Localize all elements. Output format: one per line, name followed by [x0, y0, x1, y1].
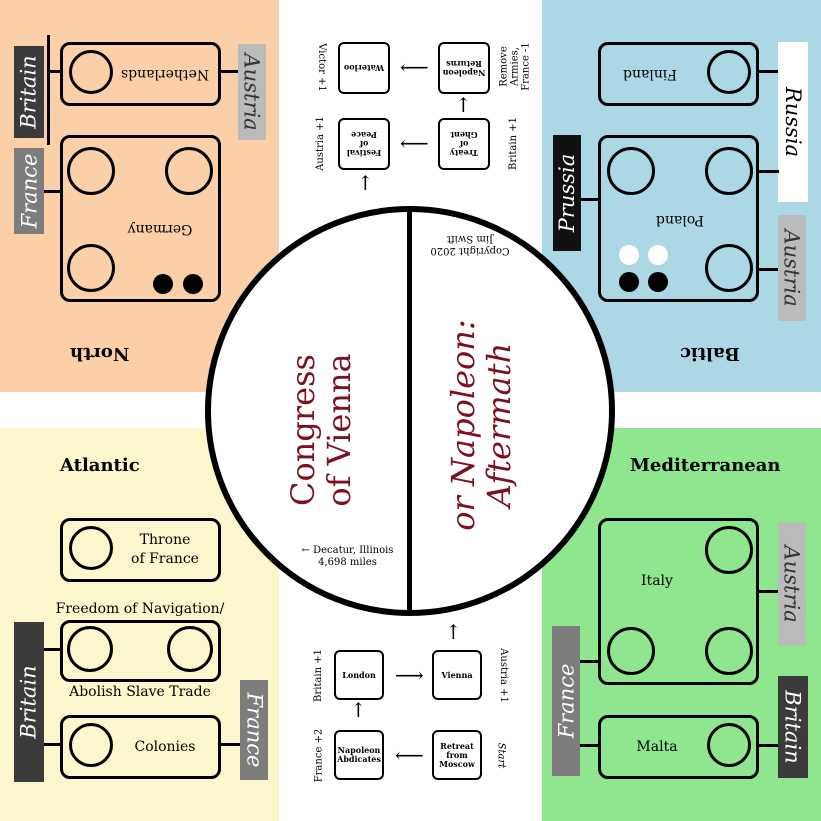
italy-box[interactable] [598, 518, 759, 685]
malta-slot[interactable] [707, 723, 751, 767]
prussia-poland-line [580, 198, 600, 201]
britain-seal-north: Britain [14, 46, 44, 138]
north-region-label: North [70, 343, 130, 364]
arrow-up: ↑ [350, 698, 367, 722]
austria-seal-baltic: Austria [778, 215, 806, 321]
throne-of-france-box[interactable] [60, 518, 221, 582]
britain-malta-line [759, 744, 779, 747]
france-malta-line [580, 744, 600, 747]
black-token[interactable] [619, 272, 639, 292]
france-plus-note-bottom: France +2 [313, 728, 325, 783]
arrow-up: ↑ [445, 620, 462, 644]
freedom-navigation-box[interactable] [60, 620, 221, 682]
britain-freedom-line [44, 648, 62, 651]
finland-slot[interactable] [707, 50, 751, 94]
britain-colonies-line [44, 743, 62, 746]
vienna-box[interactable]: Vienna [432, 650, 482, 700]
italy-label: Italy [641, 573, 673, 589]
russia-seal: Russia [778, 42, 808, 202]
netherlands-slot[interactable] [69, 50, 113, 94]
netherlands-label: Netherlands [120, 66, 210, 82]
waterloo-box[interactable]: Waterloo [338, 42, 390, 94]
freedom-slot-2[interactable] [167, 626, 213, 672]
title-right: or Napoleon:Aftermath [444, 319, 518, 531]
germany-box[interactable] [60, 135, 221, 302]
britain-plus-note-top: Britain +1 [507, 117, 519, 170]
arrow-right: ⟶ [395, 663, 424, 687]
finland-box[interactable] [598, 42, 759, 106]
germany-slot-3[interactable] [67, 244, 115, 292]
britain-netherlands-line [48, 70, 62, 73]
freedom-slot-1[interactable] [67, 626, 113, 672]
austria-poland-line [759, 268, 779, 271]
arrow-left: ⟵ [395, 743, 424, 767]
italy-slot-2[interactable] [607, 627, 655, 675]
germany-slot-1[interactable] [67, 147, 115, 195]
italy-slot-1[interactable] [705, 526, 753, 574]
throne-slot[interactable] [69, 526, 113, 570]
baltic-region-label: Baltic [680, 343, 740, 364]
austria-italy-line [759, 590, 779, 593]
france-seal-atlantic: France [240, 680, 268, 780]
london-box[interactable]: London [334, 650, 384, 700]
colonies-slot[interactable] [69, 723, 113, 767]
black-token[interactable] [183, 274, 203, 294]
white-token[interactable] [619, 245, 639, 265]
austria-plus-note-top: Austria +1 [314, 116, 326, 171]
germany-slot-2[interactable] [165, 147, 213, 195]
france-germany-line [44, 190, 62, 193]
russia-finland-line [759, 70, 779, 73]
france-italy-line [580, 660, 600, 663]
austria-seal-north: Austria [238, 44, 266, 140]
france-seal-north: France [14, 148, 44, 234]
austria-netherlands-line [221, 70, 239, 73]
malta-label: Malta [636, 739, 678, 755]
colonies-box[interactable] [60, 715, 221, 779]
black-token[interactable] [153, 274, 173, 294]
poland-box[interactable] [598, 135, 759, 302]
austria-plus-note-bottom: Austria +1 [497, 648, 509, 703]
austria-seal-med: Austria [778, 522, 806, 646]
poland-slot-3[interactable] [705, 244, 753, 292]
france-colonies-line [221, 743, 241, 746]
netherlands-box[interactable] [60, 42, 221, 106]
britain-seal-atlantic: Britain [14, 622, 44, 782]
britain-divider-line [47, 35, 50, 145]
white-token[interactable] [648, 245, 668, 265]
dial-divider [407, 210, 412, 612]
italy-slot-3[interactable] [705, 627, 753, 675]
poland-slot-1[interactable] [607, 147, 655, 195]
arrow-up: ↑ [357, 171, 374, 195]
britain-seal-med: Britain [778, 676, 808, 778]
black-token[interactable] [648, 272, 668, 292]
slave-trade-label: Abolish Slave Trade [69, 684, 211, 700]
arrow-left: ⟵ [400, 55, 429, 79]
arrow-left: ⟵ [400, 131, 429, 155]
colonies-label: Colonies [134, 739, 196, 755]
finland-label: Finland [623, 66, 678, 82]
victor-note: Victor +1 [315, 43, 327, 92]
start-note: Start [495, 742, 507, 769]
malta-box[interactable] [598, 715, 759, 779]
france-seal-med: France [552, 626, 580, 776]
atlantic-region-label: Atlantic [60, 455, 140, 476]
freedom-navigation-label: Freedom of Navigation/ [55, 601, 225, 617]
arrow-up: ↑ [455, 93, 472, 117]
prussia-seal: Prussia [553, 135, 581, 251]
germany-label: Germany [127, 221, 193, 237]
poland-slot-2[interactable] [705, 147, 753, 195]
britain-plus-note-bottom: Britain +1 [312, 649, 324, 702]
poland-label: Poland [655, 212, 705, 228]
mediterranean-region-label: Mediterranean [630, 455, 781, 476]
russia-poland-line [759, 170, 779, 173]
